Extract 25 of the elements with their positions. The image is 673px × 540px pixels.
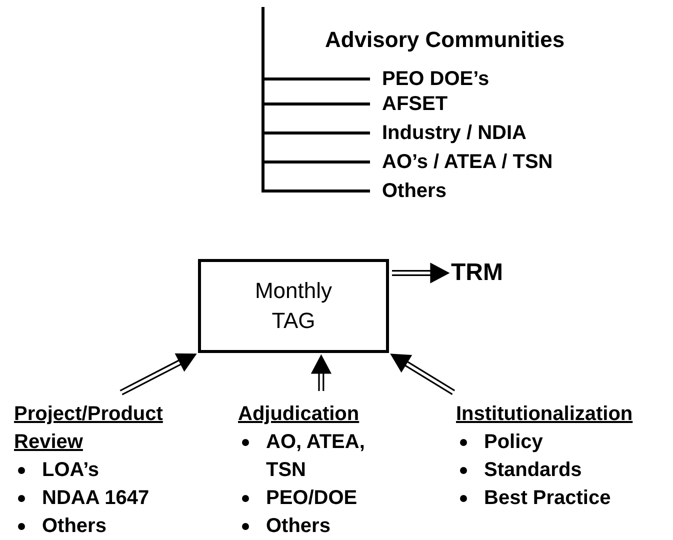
double-line-arrow [311, 355, 332, 392]
group-heading: Adjudication [238, 402, 360, 427]
bullet-item: Best Practice [456, 484, 672, 512]
section-heading: Advisory Communities [325, 26, 565, 54]
double-line-arrow [390, 354, 456, 396]
branch-line [262, 7, 370, 192]
bullet-item: NDAA 1647 [14, 484, 204, 512]
double-line-arrow [391, 263, 449, 284]
bullet-item: LOA’s [14, 456, 204, 484]
group-heading: Project/Product Review [14, 402, 164, 455]
bullet-item: AO, ATEA, TSN [238, 428, 398, 484]
community-item: Others [370, 179, 446, 203]
community-item: Industry / NDIA [370, 121, 526, 145]
community-item: PEO DOE’s [370, 67, 490, 91]
double-line-arrow [119, 353, 196, 396]
community-item: AO’s / ATEA / TSN [370, 150, 553, 174]
bullet-item: Policy [456, 428, 672, 456]
group-heading: Institutionalization [456, 402, 634, 427]
bullet-item: Standards [456, 456, 672, 484]
process-box: Monthly TAG [198, 259, 389, 353]
community-item: AFSET [370, 92, 448, 116]
bullet-item: Others [14, 512, 204, 540]
bullet-item: Others [238, 512, 398, 540]
bullet-item: PEO/DOE [238, 484, 398, 512]
output-label: TRM [451, 258, 503, 288]
